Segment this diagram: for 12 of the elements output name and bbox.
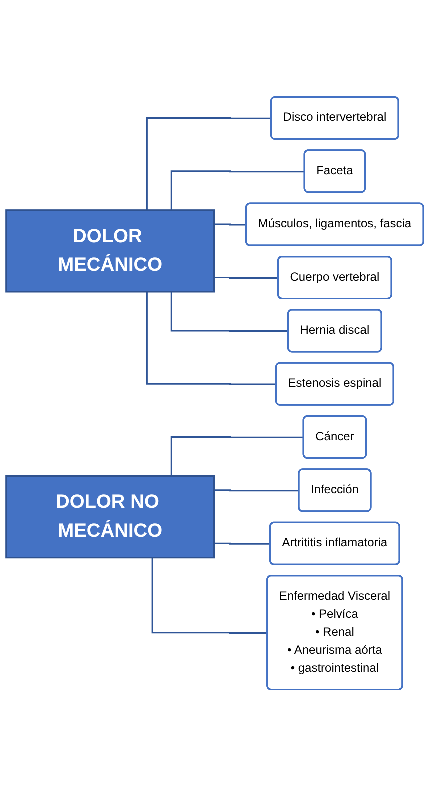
connector bbox=[152, 558, 268, 634]
connector bbox=[170, 170, 306, 210]
connector bbox=[214, 490, 300, 494]
connector bbox=[170, 292, 289, 332]
connector bbox=[146, 117, 272, 210]
connector bbox=[214, 274, 279, 279]
connector bbox=[214, 540, 271, 545]
connector bbox=[214, 224, 247, 228]
node-box: DOLOR MECÁNICO bbox=[6, 210, 216, 293]
connector bbox=[146, 292, 277, 386]
node-box: DOLOR NO MECÁNICO bbox=[6, 475, 216, 559]
connector bbox=[170, 436, 304, 476]
